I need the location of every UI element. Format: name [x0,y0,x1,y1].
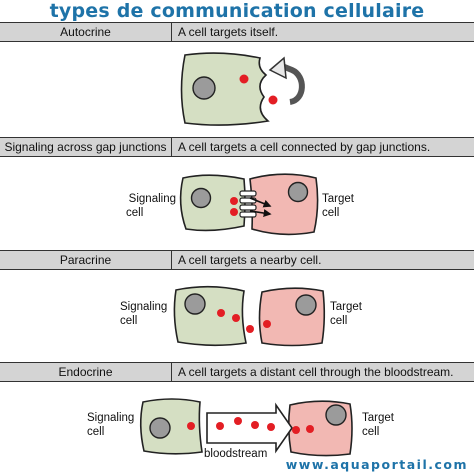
label-line: cell [87,426,105,438]
label-line: Target [362,412,394,424]
section-header-paracrine: Paracrine A cell targets a nearby cell. [0,250,474,270]
target-cell-label: Target cell [322,192,392,220]
paracrine-illustration [173,285,326,347]
signal-molecule [292,426,300,434]
target-cell-label: Target cell [330,300,400,328]
section-description: A cell targets a cell connected by gap j… [178,140,431,154]
label-line: cell [322,207,340,219]
autocrine-illustration [180,52,305,126]
section-header-gap-junctions: Signaling across gap junctions A cell ta… [0,137,474,157]
signal-molecule [263,320,271,328]
nucleus [149,417,171,439]
curved-arrow [280,63,305,105]
label-line: cell [120,315,138,327]
nucleus [184,293,206,315]
section-header-autocrine: Autocrine A cell targets itself. [0,22,474,42]
section-name: Autocrine [0,23,172,41]
title-bar: types de communication cellulaire [0,0,474,22]
signal-molecule [187,422,195,430]
section-description: A cell targets itself. [178,25,279,39]
signal-molecule [251,421,259,429]
label-line: cell [330,315,348,327]
section-description: A cell targets a nearby cell. [178,253,322,267]
gap-junction-illustration [179,173,319,236]
signal-molecule [267,423,275,431]
bloodstream-label: bloodstream [204,448,268,460]
signal-molecule [246,325,254,333]
section-name: Signaling across gap junctions [0,138,172,156]
page-title: types de communication cellulaire [49,0,425,22]
nucleus [325,404,347,426]
signaling-cell-label: Signaling cell [87,411,153,439]
target-cell [249,173,319,236]
section-name: Paracrine [0,251,172,269]
autocrine-cell [180,52,270,126]
signaling-cell-label: Signaling cell [120,300,186,328]
arrow [249,209,272,218]
label-line: Signaling [128,193,176,205]
signal-molecule [230,208,238,216]
section-header-endocrine: Endocrine A cell targets a distant cell … [0,362,474,382]
section-description: A cell targets a distant cell through th… [178,365,454,379]
bloodstream-vessel [206,402,293,454]
label-line: cell [362,426,380,438]
signal-molecule [306,425,314,433]
signaling-cell-label: Signaling cell [110,192,176,220]
nucleus [287,181,309,203]
signal-molecule [234,417,242,425]
curved-arrow-head [268,56,287,80]
section-name: Endocrine [0,363,172,381]
label-line: Signaling [87,412,135,424]
arrow [249,197,272,208]
label-line: Signaling [120,301,168,313]
label-line: Target [322,193,354,205]
nucleus [295,294,317,316]
signal-molecule [268,95,278,105]
signal-molecule [230,197,238,205]
label-line: cell [126,207,144,219]
signal-molecule [232,314,240,322]
signaling-cell [139,398,203,455]
target-cell-label: Target cell [362,411,432,439]
signal-molecule [216,422,224,430]
nucleus [190,187,212,209]
signal-molecule [239,74,249,84]
endocrine-illustration [139,398,353,457]
signal-molecule [217,309,225,317]
nucleus [192,76,216,100]
watermark: www.aquaportail.com [285,457,468,472]
target-cell [258,287,326,347]
label-line: Target [330,301,362,313]
